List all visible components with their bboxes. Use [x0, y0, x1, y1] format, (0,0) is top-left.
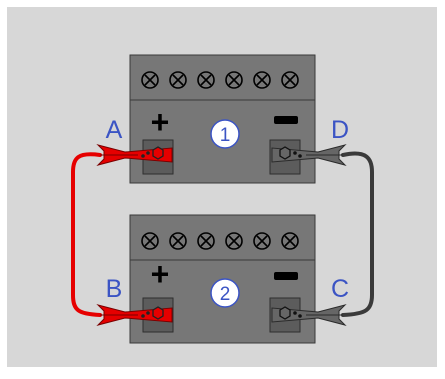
- battery-number: 2: [220, 284, 231, 305]
- red-clamp-b: [96, 304, 173, 326]
- negative-terminal-symbol: [274, 116, 298, 124]
- clamp-label-c: C: [331, 275, 349, 303]
- circled-x-icon: [141, 232, 159, 250]
- circled-x-icon: [197, 232, 215, 250]
- clamp-label-b: B: [106, 275, 123, 303]
- circled-x-icon: [253, 232, 271, 250]
- positive-terminal-symbol: +: [151, 104, 170, 140]
- battery-2: + 2: [129, 214, 316, 344]
- black-jumper-cable: [341, 151, 374, 317]
- clamp-label-d: D: [331, 116, 349, 144]
- battery-number: 1: [220, 125, 231, 146]
- battery-number-badge: [210, 278, 240, 308]
- circled-x-icon: [225, 232, 243, 250]
- circled-x-icon: [253, 71, 271, 89]
- battery-1: + 1: [129, 54, 316, 184]
- red-clamp-a: [96, 144, 173, 166]
- circled-x-icon: [141, 71, 159, 89]
- battery-number-badge: [210, 119, 240, 149]
- circled-x-icon: [281, 232, 299, 250]
- battery-caps-row: [141, 232, 299, 250]
- circled-x-icon: [225, 71, 243, 89]
- circled-x-icon: [281, 71, 299, 89]
- circled-x-icon: [169, 232, 187, 250]
- circled-x-icon: [169, 71, 187, 89]
- black-clamp-d: [271, 144, 347, 166]
- positive-terminal-symbol: +: [151, 256, 170, 292]
- circled-x-icon: [197, 71, 215, 89]
- battery-caps-row: [141, 71, 299, 89]
- clamp-label-a: A: [106, 116, 123, 144]
- negative-terminal-symbol: [274, 272, 298, 280]
- black-clamp-c: [271, 304, 347, 326]
- red-jumper-cable: [71, 152, 102, 317]
